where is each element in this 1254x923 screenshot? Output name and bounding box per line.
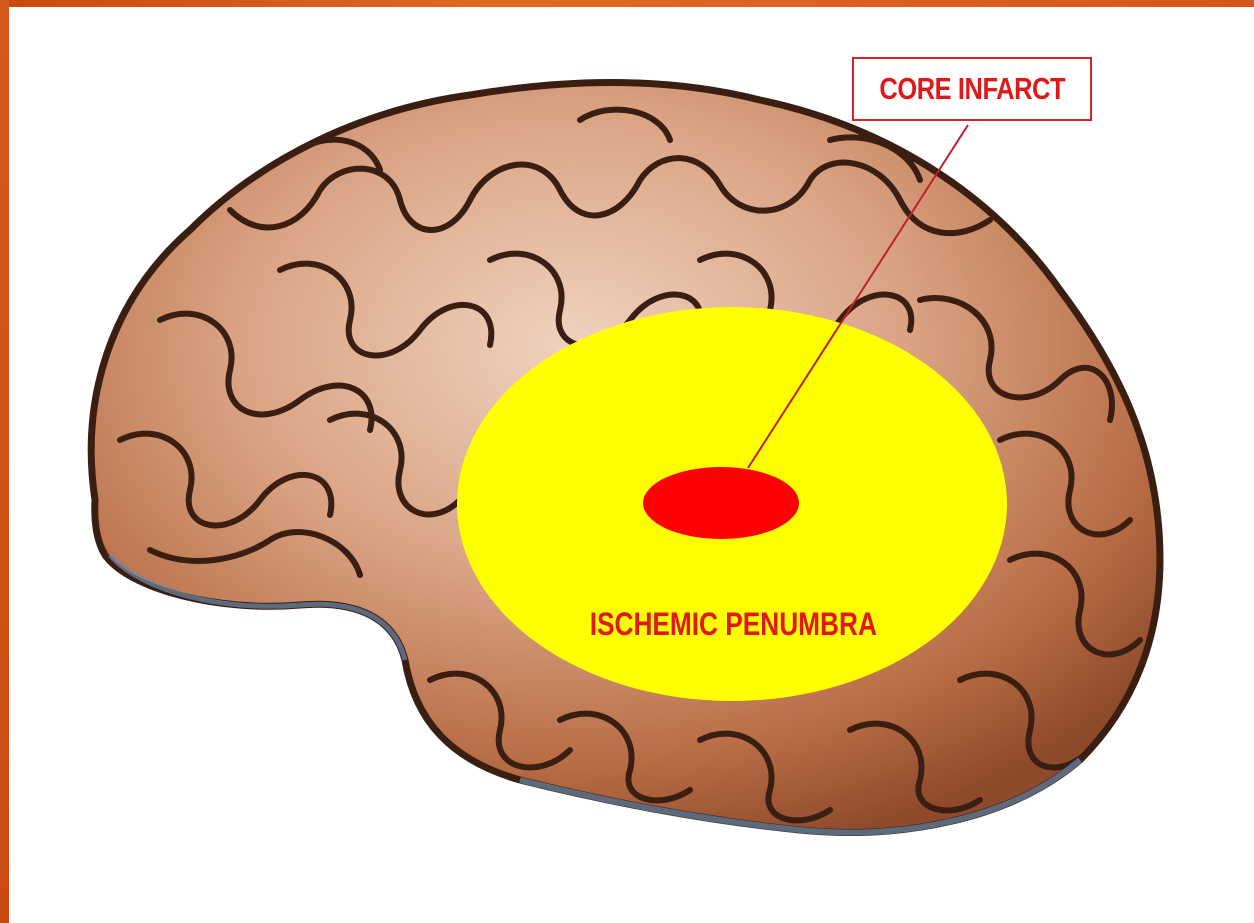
core-infarct-label: CORE INFARCT xyxy=(879,71,1065,107)
core-infarct-callout: CORE INFARCT xyxy=(852,57,1092,121)
core-infarct-zone xyxy=(643,467,799,539)
ischemic-penumbra-label: ISCHEMIC PENUMBRA xyxy=(590,606,861,643)
